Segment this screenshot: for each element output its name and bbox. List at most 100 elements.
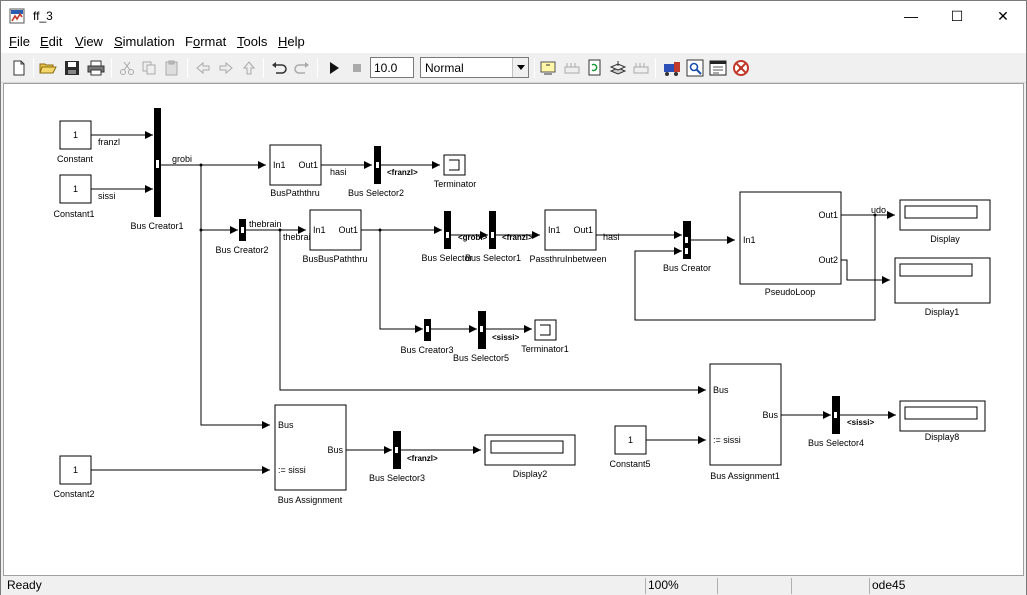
block-display[interactable]: Display <box>899 199 991 244</box>
block-constant1[interactable]: 1 Constant1 <box>53 174 95 219</box>
block-constant5[interactable]: 1 Constant5 <box>609 425 651 469</box>
branch-dot <box>873 213 877 217</box>
back-icon[interactable] <box>193 58 213 78</box>
stop-icon[interactable] <box>347 58 367 78</box>
cut-icon[interactable] <box>117 58 137 78</box>
port-markers <box>156 160 837 453</box>
block-bus-selector5-name: Bus Selector5 <box>453 353 509 363</box>
branch-dot <box>278 228 282 232</box>
forward-icon[interactable] <box>216 58 236 78</box>
block-constant-value: 1 <box>73 130 78 140</box>
block-bus-selector[interactable]: <grobi> Bus Selector <box>421 211 488 263</box>
block-bus-paththru[interactable]: In1 Out1 BusPaththru <box>269 144 322 198</box>
block-bus-selector2[interactable]: <franzl> Bus Selector2 <box>348 146 418 198</box>
menu-format-suffix: rmat <box>200 34 227 49</box>
undo-icon[interactable] <box>269 58 289 78</box>
signal-line-out2[interactable] <box>841 259 890 284</box>
block-bus-assignment1[interactable]: Bus := sissi Bus Bus Assignment1 <box>709 363 782 481</box>
paste-icon[interactable] <box>162 58 182 78</box>
block-terminator1-name: Terminator1 <box>521 344 569 354</box>
block-passthru-inbetween[interactable]: In1 Out1 PassthruInbetween <box>529 209 607 264</box>
status-empty-2 <box>791 578 867 594</box>
signal-line-to-creator3[interactable] <box>379 230 423 333</box>
block-bus-creator2-name: Bus Creator2 <box>215 245 268 255</box>
signal-line-udo-feedback[interactable] <box>634 215 876 321</box>
start-icon[interactable] <box>324 58 344 78</box>
menu-edit[interactable]: Edit <box>40 34 63 49</box>
signal-label-grobi: grobi <box>172 154 192 164</box>
block-bus-creator3[interactable]: Bus Creator3 <box>400 319 454 355</box>
close-button[interactable]: ✕ <box>980 1 1026 31</box>
block-display1[interactable]: Display1 <box>894 257 991 317</box>
block-terminator[interactable]: Terminator <box>434 154 477 189</box>
block-bus-selector1-name: Bus Selector1 <box>465 253 521 263</box>
targets-icon[interactable] <box>731 58 751 78</box>
branch-dot <box>378 228 382 232</box>
port-bus-out: Bus <box>327 445 343 455</box>
update-icon[interactable] <box>562 58 582 78</box>
signal-label-udo: udo <box>871 205 886 215</box>
maximize-icon: ☐ <box>950 7 964 24</box>
block-display2-name: Display2 <box>513 469 548 479</box>
settings-icon[interactable] <box>708 58 728 78</box>
model-canvas[interactable]: franzl sissi grobi thebrain thebrain has… <box>3 83 1024 576</box>
new-icon[interactable] <box>9 58 29 78</box>
copy-icon[interactable] <box>139 58 159 78</box>
menu-view[interactable]: View <box>75 34 103 49</box>
stop-time-input[interactable] <box>370 57 414 78</box>
block-bus-creator1[interactable]: Bus Creator1 <box>130 108 184 231</box>
build-icon[interactable] <box>539 58 559 78</box>
block-terminator1[interactable]: Terminator1 <box>521 319 569 354</box>
block-bus-selector3[interactable]: <franzl> Bus Selector3 <box>369 431 438 483</box>
block-bus-selector5[interactable]: <sissi> Bus Selector5 <box>453 311 519 363</box>
signal-lines <box>91 131 896 474</box>
menu-file[interactable]: File <box>9 34 30 49</box>
selector-signal: <sissi> <box>847 418 874 427</box>
selector-signal: <grobi> <box>458 233 488 242</box>
block-pseudo-loop[interactable]: In1 Out1 Out2 PseudoLoop <box>739 191 842 297</box>
browser-icon[interactable] <box>685 58 705 78</box>
print-icon[interactable] <box>86 58 106 78</box>
signal-line-grobi-to-assignment[interactable] <box>200 230 270 429</box>
menu-tools[interactable]: Tools <box>237 34 268 49</box>
debug-icon[interactable] <box>662 58 682 78</box>
refresh-icon[interactable] <box>585 58 605 78</box>
block-bus-selector-name: Bus Selector <box>421 253 472 263</box>
block-constant[interactable]: 1 Constant <box>57 120 94 164</box>
library-icon[interactable] <box>608 58 628 78</box>
block-bus-paththru-name: BusPaththru <box>270 188 320 198</box>
branch-dot <box>199 163 203 167</box>
signal-label-thebrain: thebrain <box>249 219 282 229</box>
up-icon[interactable] <box>239 58 259 78</box>
block-bus-selector4[interactable]: <sissi> Bus Selector4 <box>808 396 874 448</box>
block-display2[interactable]: Display2 <box>484 434 576 479</box>
model-explorer-icon[interactable] <box>631 58 651 78</box>
block-bus-bus-paththru-name: BusBusPaththru <box>302 254 367 264</box>
block-display8[interactable]: Display8 <box>899 400 986 442</box>
block-constant2-name: Constant2 <box>53 489 94 499</box>
minimize-button[interactable]: — <box>888 1 934 31</box>
block-bus-creator[interactable]: Bus Creator <box>663 221 711 273</box>
block-bus-assignment[interactable]: Bus := sissi Bus Bus Assignment <box>274 404 347 505</box>
maximize-button[interactable]: ☐ <box>934 1 980 31</box>
block-constant2[interactable]: 1 Constant2 <box>53 455 95 499</box>
block-terminator-name: Terminator <box>434 179 477 189</box>
port-in1: In1 <box>548 225 561 235</box>
menu-help[interactable]: Help <box>278 34 305 49</box>
signal-line-grobi-to-creator2[interactable] <box>200 165 238 234</box>
chevron-down-icon[interactable] <box>512 58 528 77</box>
port-in1: In1 <box>273 160 286 170</box>
minimize-icon: — <box>904 8 918 24</box>
signal-line-thebrain-to-assignment1[interactable] <box>279 230 706 394</box>
redo-icon[interactable] <box>292 58 312 78</box>
menu-format[interactable]: Format <box>185 34 227 49</box>
save-icon[interactable] <box>62 58 82 78</box>
status-text: Ready <box>7 578 42 592</box>
block-bus-bus-paththru[interactable]: In1 Out1 BusBusPaththru <box>302 209 368 264</box>
simulation-mode-select[interactable]: Normal <box>420 57 529 78</box>
menu-simulation[interactable]: Simulation <box>114 34 175 49</box>
signal-label-franzl: franzl <box>98 137 120 147</box>
block-bus-selector1[interactable]: <franzl> Bus Selector1 <box>465 211 533 263</box>
open-icon[interactable] <box>38 58 58 78</box>
